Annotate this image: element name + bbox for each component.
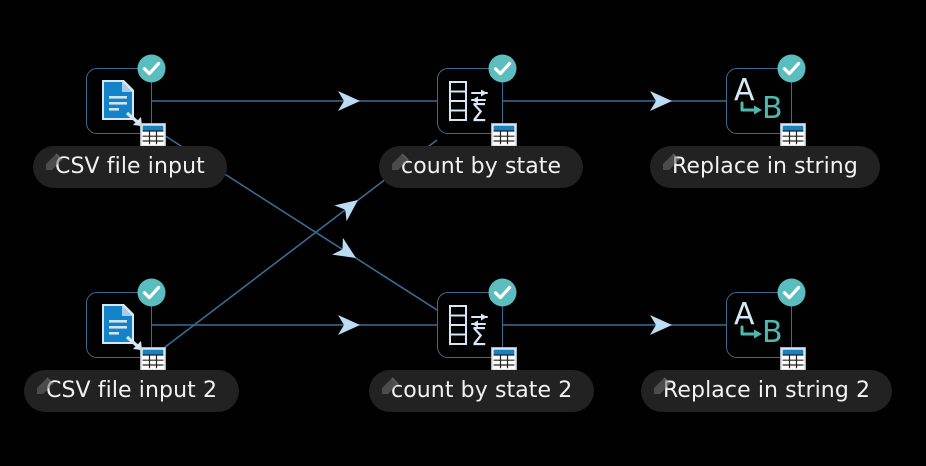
connection-csv-file-input-2-to-count-by-state-2[interactable] bbox=[152, 315, 437, 335]
node-replace-in-string-2[interactable]: A B bbox=[726, 278, 806, 371]
connection-count-by-state-to-replace-in-string[interactable] bbox=[503, 91, 726, 111]
node-frame bbox=[437, 292, 503, 358]
pencil-edit-icon bbox=[376, 374, 402, 400]
check-circle-icon bbox=[488, 278, 517, 307]
node-label-count-by-state[interactable]: count by state bbox=[379, 146, 584, 188]
node-count-by-state[interactable]: Σ bbox=[437, 54, 517, 147]
node-count-by-state-2[interactable]: Σ bbox=[437, 278, 517, 371]
node-csv-file-input-2[interactable] bbox=[86, 278, 166, 371]
node-frame bbox=[726, 68, 792, 134]
node-replace-in-string[interactable]: A B bbox=[726, 54, 806, 147]
check-circle-icon bbox=[777, 278, 806, 307]
svg-text:Σ: Σ bbox=[471, 98, 487, 127]
csv-file-document-icon bbox=[86, 292, 152, 358]
table-output-icon[interactable] bbox=[491, 123, 517, 147]
svg-text:B: B bbox=[762, 315, 783, 350]
svg-text:Σ: Σ bbox=[471, 322, 487, 351]
svg-text:B: B bbox=[762, 91, 783, 126]
pencil-edit-icon bbox=[40, 150, 66, 176]
node-frame bbox=[86, 292, 152, 358]
node-frame bbox=[86, 68, 152, 134]
table-output-icon[interactable] bbox=[780, 347, 806, 371]
replace-a-to-b-icon: A B bbox=[726, 292, 792, 358]
table-output-icon[interactable] bbox=[140, 347, 166, 371]
table-output-icon[interactable] bbox=[780, 123, 806, 147]
pencil-edit-icon bbox=[31, 374, 57, 400]
node-label-text: CSV file input 2 bbox=[46, 378, 218, 403]
connection-count-by-state-2-to-replace-in-string-2[interactable] bbox=[503, 315, 726, 335]
node-label-text: count by state 2 bbox=[391, 378, 573, 403]
table-output-icon[interactable] bbox=[140, 123, 166, 147]
node-label-text: Replace in string bbox=[672, 154, 858, 179]
pencil-edit-icon bbox=[657, 150, 683, 176]
pencil-edit-icon bbox=[386, 150, 412, 176]
node-label-csv-file-input[interactable]: CSV file input bbox=[33, 146, 227, 188]
node-label-count-by-state-2[interactable]: count by state 2 bbox=[369, 370, 595, 412]
check-circle-icon bbox=[777, 54, 806, 83]
svg-text:A: A bbox=[734, 73, 755, 108]
table-output-icon[interactable] bbox=[491, 347, 517, 371]
node-csv-file-input[interactable] bbox=[86, 54, 166, 147]
replace-a-to-b-icon: A B bbox=[726, 68, 792, 134]
node-frame bbox=[437, 68, 503, 134]
node-label-csv-file-input-2[interactable]: CSV file input 2 bbox=[24, 370, 240, 412]
node-label-text: count by state bbox=[401, 154, 562, 179]
node-label-replace-in-string[interactable]: Replace in string bbox=[650, 146, 880, 188]
csv-file-document-icon bbox=[86, 68, 152, 134]
check-circle-icon bbox=[137, 54, 166, 83]
group-aggregate-sigma-icon: Σ bbox=[437, 292, 503, 358]
node-label-replace-in-string-2[interactable]: Replace in string 2 bbox=[641, 370, 893, 412]
check-circle-icon bbox=[137, 278, 166, 307]
connection-csv-file-input-to-count-by-state[interactable] bbox=[152, 91, 437, 111]
pencil-edit-icon bbox=[648, 374, 674, 400]
node-frame bbox=[726, 292, 792, 358]
node-label-text: Replace in string 2 bbox=[663, 378, 871, 403]
group-aggregate-sigma-icon: Σ bbox=[437, 68, 503, 134]
svg-text:A: A bbox=[734, 297, 755, 332]
node-label-text: CSV file input bbox=[55, 154, 205, 179]
check-circle-icon bbox=[488, 54, 517, 83]
